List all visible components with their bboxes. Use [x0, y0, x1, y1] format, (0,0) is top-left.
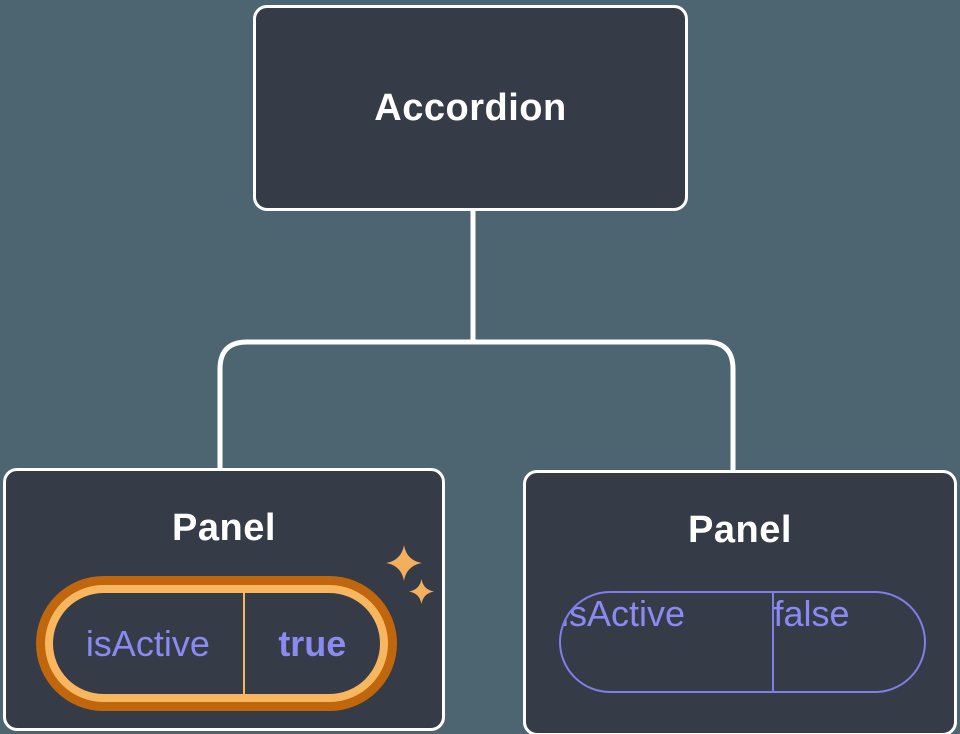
state-pill-active-highlight-ring: isActive true: [36, 576, 397, 711]
root-component-node: Accordion: [253, 5, 688, 211]
state-value-label: false: [773, 593, 850, 634]
state-pill-active-inner-ring: isActive true: [45, 585, 388, 702]
state-key-label: isActive: [85, 622, 210, 664]
panel-node-active: Panel isActive true: [3, 468, 445, 731]
state-pill-divider: [242, 593, 245, 694]
state-value-label: true: [278, 622, 347, 664]
panel-label: Panel: [172, 507, 276, 549]
state-pill-inactive: isActive false: [559, 591, 926, 693]
state-pill-active: isActive true: [53, 593, 380, 694]
state-pill-divider: [771, 593, 774, 691]
state-key-label: isActive: [561, 593, 686, 634]
panel-label: Panel: [688, 509, 792, 551]
root-component-label: Accordion: [374, 86, 567, 129]
panel-node-inactive: Panel isActive false: [523, 470, 957, 734]
